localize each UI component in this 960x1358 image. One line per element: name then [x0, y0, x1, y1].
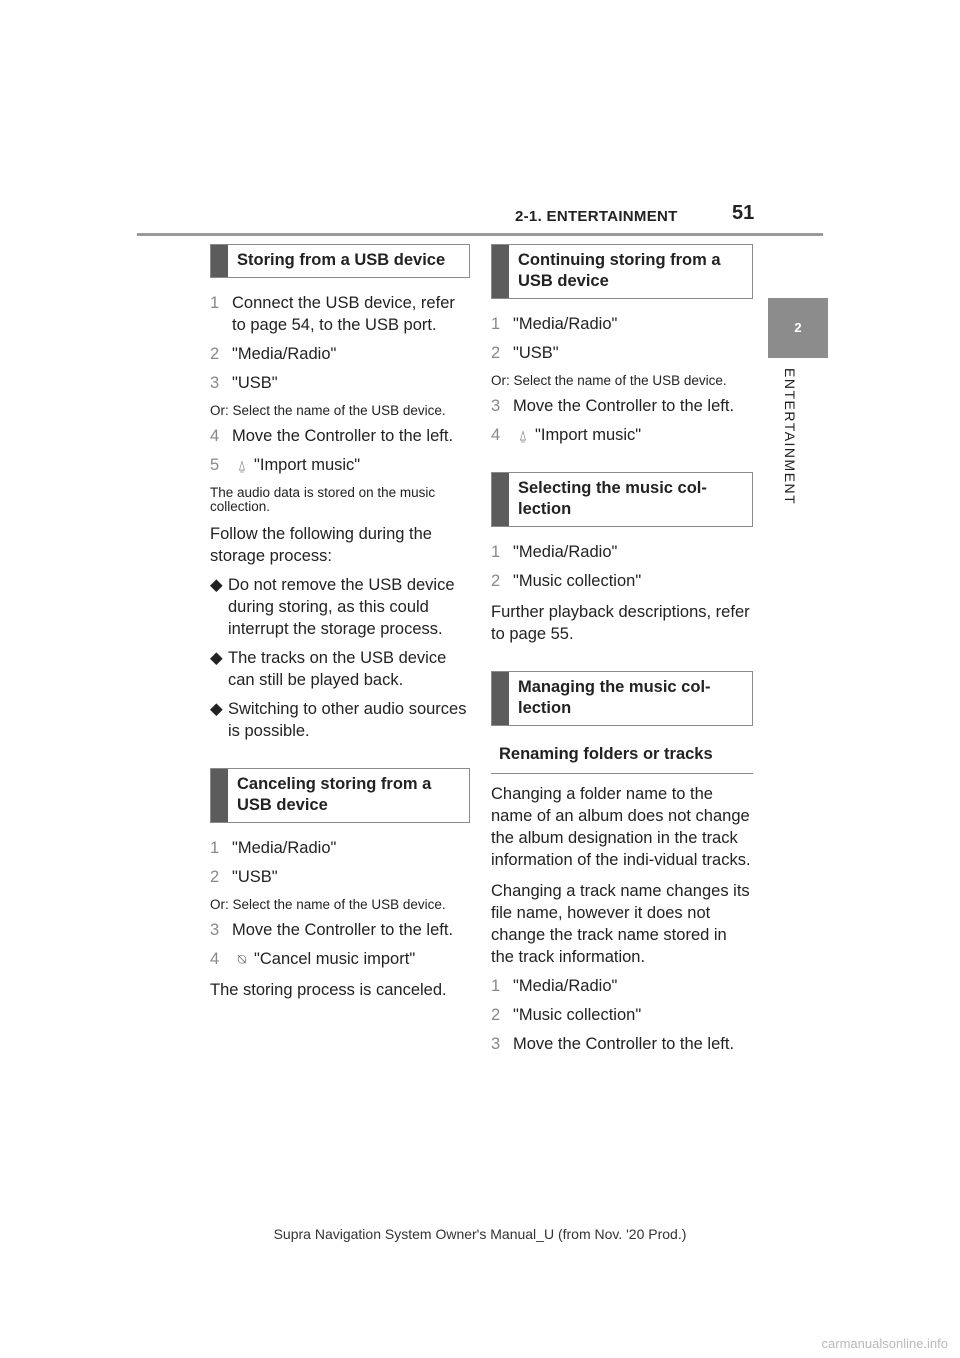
- step-text: "Music collection": [513, 572, 642, 590]
- note-text: The audio data is stored on the music co…: [210, 485, 436, 514]
- paragraph: Changing a folder name to the name of an…: [491, 785, 751, 869]
- watermark: carmanualsonline.info: [821, 1336, 948, 1351]
- page-number: 51: [732, 202, 755, 224]
- bullet-item: ◆ The tracks on the USB device can still…: [210, 647, 470, 691]
- header-rule: [137, 233, 823, 236]
- list-item: 2 "Media/Radio": [210, 343, 470, 365]
- right-column: Continuing storing from a USB device 1 "…: [491, 244, 753, 1055]
- bullet-item: ◆ Do not remove the USB device during st…: [210, 574, 470, 640]
- list-item: 1 Connect the USB device, refer to page …: [210, 292, 470, 336]
- step-text: "Media/Radio": [513, 977, 618, 995]
- note-text: Or: Select the name of the USB device.: [210, 403, 446, 418]
- step-text: "Import music": [535, 426, 642, 444]
- list-item: 2 "Music collection": [491, 1004, 753, 1026]
- step-number: 3: [210, 374, 220, 392]
- paragraph: Further playback descriptions, refer to …: [491, 603, 750, 643]
- cancel-import-icon: ⍉: [237, 951, 247, 967]
- step-text: "Import music": [254, 456, 361, 474]
- import-icon: ⍙: [518, 427, 528, 443]
- page-header-title: 2-1. ENTERTAINMENT: [515, 208, 678, 225]
- section-heading-canceling: Canceling storing from a USB device: [210, 768, 470, 823]
- step-text: Move the Controller to the left.: [513, 1035, 735, 1053]
- step-text: "Music collection": [513, 1006, 642, 1024]
- step-text: "Media/Radio": [232, 839, 337, 857]
- step-number: 1: [491, 543, 501, 561]
- paragraph: Follow the following during the storage …: [210, 525, 432, 565]
- list-item: 3 "USB": [210, 372, 470, 394]
- paragraph: The storing process is canceled.: [210, 981, 447, 999]
- step-number: 3: [491, 1035, 501, 1053]
- step-number: 1: [491, 977, 501, 995]
- note-text: Or: Select the name of the USB device.: [491, 373, 727, 388]
- subheading-renaming: Renaming folders or tracks: [491, 740, 753, 774]
- step-text: Connect the USB device, refer to page 54…: [232, 294, 455, 334]
- step-number: 2: [491, 344, 501, 362]
- step-text: "Media/Radio": [513, 315, 618, 333]
- step-number: 1: [491, 315, 501, 333]
- list-item: 2 "USB": [491, 342, 753, 364]
- section-heading-continuing: Continuing storing from a USB device: [491, 244, 753, 299]
- step-number: 2: [210, 345, 220, 363]
- list-item: 1 "Media/Radio": [210, 837, 470, 859]
- step-number: 3: [491, 397, 501, 415]
- step-text: "Media/Radio": [513, 543, 618, 561]
- step-text: "USB": [232, 374, 278, 392]
- list-item: 5 ⍙ "Import music": [210, 454, 470, 476]
- list-item: 3 Move the Controller to the left.: [491, 395, 753, 417]
- step-number: 4: [210, 950, 220, 968]
- step-number: 4: [210, 427, 220, 445]
- step-number: 2: [210, 868, 220, 886]
- list-item: 1 "Media/Radio": [491, 541, 753, 563]
- bullet-text: Do not remove the USB device during stor…: [228, 576, 455, 638]
- section-heading-managing: Managing the music col-lection: [491, 671, 753, 726]
- bullet-icon: ◆: [210, 576, 223, 594]
- step-text: Move the Controller to the left.: [232, 427, 454, 445]
- chapter-side-label: ENTERTAINMENT: [782, 368, 798, 506]
- step-number: 2: [491, 572, 501, 590]
- step-text: Move the Controller to the left.: [513, 397, 735, 415]
- import-icon: ⍙: [237, 457, 247, 473]
- bullet-icon: ◆: [210, 649, 223, 667]
- step-number: 2: [491, 1006, 501, 1024]
- bullet-text: Switching to other audio sources is poss…: [228, 700, 467, 740]
- section-heading-storing: Storing from a USB device: [210, 244, 470, 278]
- step-text: "Cancel music import": [254, 950, 416, 968]
- list-item: 1 "Media/Radio": [491, 975, 753, 997]
- page-footer: Supra Navigation System Owner's Manual_U…: [273, 1226, 687, 1242]
- paragraph: Changing a track name changes its file n…: [491, 882, 750, 966]
- list-item: 4 Move the Controller to the left.: [210, 425, 470, 447]
- step-number: 4: [491, 426, 501, 444]
- list-item: 2 "USB": [210, 866, 470, 888]
- list-item: 1 "Media/Radio": [491, 313, 753, 335]
- step-text: Move the Controller to the left.: [232, 921, 454, 939]
- step-text: "USB": [232, 868, 278, 886]
- list-item: 4 ⍙ "Import music": [491, 424, 753, 446]
- list-item: 3 Move the Controller to the left.: [210, 919, 470, 941]
- bullet-icon: ◆: [210, 700, 223, 718]
- list-item: 3 Move the Controller to the left.: [491, 1033, 753, 1055]
- section-heading-selecting: Selecting the music col-lection: [491, 472, 753, 527]
- step-text: "USB": [513, 344, 559, 362]
- chapter-tab: 2: [768, 298, 828, 358]
- note-text: Or: Select the name of the USB device.: [210, 897, 446, 912]
- step-text: "Media/Radio": [232, 345, 337, 363]
- step-number: 1: [210, 294, 220, 312]
- list-item: 2 "Music collection": [491, 570, 753, 592]
- list-item: 4 ⍉ "Cancel music import": [210, 948, 470, 970]
- step-number: 1: [210, 839, 220, 857]
- bullet-text: The tracks on the USB device can still b…: [228, 649, 447, 689]
- step-number: 3: [210, 921, 220, 939]
- left-column: Storing from a USB device 1 Connect the …: [210, 244, 470, 1001]
- bullet-item: ◆ Switching to other audio sources is po…: [210, 698, 470, 742]
- step-number: 5: [210, 456, 220, 474]
